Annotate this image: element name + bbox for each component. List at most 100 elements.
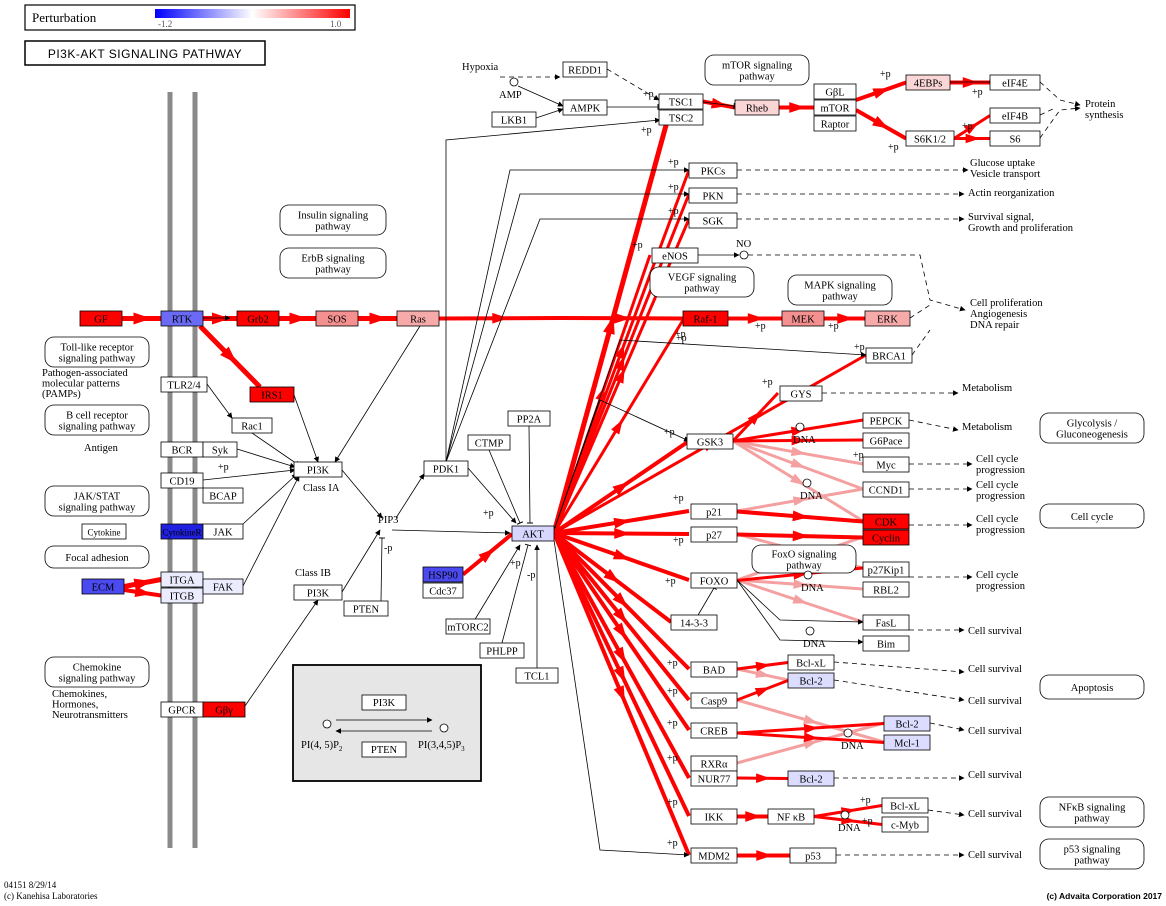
node-sos[interactable]: SOS	[315, 310, 359, 327]
node-rbl2[interactable]: RBL2	[862, 581, 910, 598]
linked-pathway-glycolysis[interactable]: Glycolysis /Gluconeogenesis	[1039, 412, 1145, 444]
node-akt[interactable]: AKT	[511, 525, 555, 542]
node-bcl2_b[interactable]: Bcl-2	[883, 715, 931, 732]
node-bcl2_a[interactable]: Bcl-2	[787, 672, 835, 689]
node-gys[interactable]: GYS	[779, 385, 823, 402]
node-fak[interactable]: FAK	[202, 578, 244, 595]
node-itgb[interactable]: ITGB	[160, 587, 204, 604]
node-4ebps[interactable]: 4EBPs	[905, 74, 951, 91]
node-cytokine[interactable]: Cytokine	[81, 523, 127, 540]
node-lkb1[interactable]: LKB1	[491, 111, 537, 128]
node-p53[interactable]: p53	[789, 847, 837, 864]
node-pp2a[interactable]: PP2A	[507, 410, 551, 427]
node-mtorc2[interactable]: mTORC2	[445, 618, 491, 635]
linked-pathway-cellcycle[interactable]: Cell cycle	[1039, 503, 1145, 529]
node-cyclin[interactable]: Cyclin	[862, 529, 910, 546]
node-gby[interactable]: Gβγ	[202, 701, 246, 718]
node-pi3k_a[interactable]: PI3K	[293, 461, 343, 478]
node-rxra[interactable]: RXRα	[690, 755, 738, 772]
node-tcl1[interactable]: TCL1	[515, 667, 559, 684]
node-bcap[interactable]: BCAP	[202, 487, 244, 504]
node-tsc2[interactable]: TSC2	[658, 109, 704, 126]
node-bim[interactable]: Bim	[862, 635, 910, 652]
node-cdc37[interactable]: Cdc37	[422, 582, 464, 599]
node-ikk[interactable]: IKK	[690, 808, 738, 825]
node-bclxl_b[interactable]: Bcl-xL	[881, 797, 929, 814]
node-s6k12[interactable]: S6K1/2	[905, 130, 955, 147]
node-pkn[interactable]: PKN	[688, 187, 738, 204]
node-mcl1[interactable]: Mcl-1	[883, 734, 931, 751]
node-mek[interactable]: MEK	[781, 310, 825, 327]
node-ras[interactable]: Ras	[396, 310, 440, 327]
node-ccnd1[interactable]: CCND1	[862, 481, 910, 498]
node-grb2[interactable]: Grb2	[236, 310, 280, 327]
node-gpcr[interactable]: GPCR	[160, 701, 204, 718]
linked-pathway-apoptosis[interactable]: Apoptosis	[1039, 674, 1145, 700]
node-foxo[interactable]: FOXO	[690, 572, 738, 589]
node-itga[interactable]: ITGA	[160, 571, 204, 588]
node-hsp90[interactable]: HSP90	[422, 566, 464, 583]
linked-pathway-focal[interactable]: Focal adhesion	[44, 545, 150, 569]
node-14_3_3[interactable]: 14-3-3	[670, 614, 718, 631]
node-bcr[interactable]: BCR	[160, 441, 204, 458]
node-pkcs[interactable]: PKCs	[688, 162, 738, 179]
node-bcl2_c[interactable]: Bcl-2	[787, 770, 835, 787]
node-irs1[interactable]: IRS1	[249, 386, 295, 403]
node-gf[interactable]: GF	[79, 310, 123, 327]
node-pi3k_b[interactable]: PI3K	[293, 584, 343, 601]
node-bad[interactable]: BAD	[690, 661, 738, 678]
node-fasl[interactable]: FasL	[862, 614, 910, 631]
node-ampk[interactable]: AMPK	[562, 99, 608, 116]
node-jak[interactable]: JAK	[202, 523, 244, 540]
node-bclxl_a[interactable]: Bcl-xL	[787, 654, 835, 671]
node-cmyb[interactable]: c-Myb	[881, 816, 929, 833]
node-rheb[interactable]: Rheb	[734, 99, 780, 116]
node-sgk[interactable]: SGK	[688, 212, 738, 229]
node-raf1[interactable]: Raf-1	[682, 310, 729, 327]
node-pdk1[interactable]: PDK1	[423, 460, 469, 477]
node-tsc1[interactable]: TSC1	[658, 93, 704, 110]
node-tlr24[interactable]: TLR2/4	[160, 376, 208, 393]
node-erk[interactable]: ERK	[864, 310, 911, 327]
node-cdk[interactable]: CDK	[862, 513, 910, 530]
node-myc[interactable]: Myc	[862, 456, 910, 473]
node-g6pase[interactable]: G6Pace	[862, 432, 910, 449]
node-p27[interactable]: p27	[690, 526, 738, 543]
node-p21[interactable]: p21	[690, 503, 738, 520]
node-phlpp[interactable]: PHLPP	[479, 642, 525, 659]
node-rtk[interactable]: RTK	[160, 310, 204, 327]
node-eif4e[interactable]: eIF4E	[989, 74, 1041, 91]
node-brca1[interactable]: BRCA1	[865, 347, 913, 364]
node-gsk3[interactable]: GSK3	[686, 433, 734, 450]
node-p27kip1[interactable]: p27Kip1	[862, 561, 910, 578]
node-pepck[interactable]: PEPCK	[862, 412, 910, 429]
node-nur77[interactable]: NUR77	[690, 770, 738, 787]
node-ctmp[interactable]: CTMP	[467, 434, 511, 451]
node-mtor[interactable]: mTOR	[813, 99, 857, 116]
node-pten[interactable]: PTEN	[343, 600, 389, 617]
node-cytokine_r[interactable]: CytokineR	[160, 523, 204, 540]
node-creb[interactable]: CREB	[690, 722, 738, 739]
node-raptor[interactable]: Raptor	[813, 115, 857, 132]
node-redd1[interactable]: REDD1	[562, 61, 608, 78]
node-cd19[interactable]: CD19	[160, 472, 204, 489]
node-s6[interactable]: S6	[989, 130, 1041, 147]
node-gbl[interactable]: GβL	[813, 83, 857, 100]
node-rac1[interactable]: Rac1	[231, 417, 273, 434]
node-mdm2[interactable]: MDM2	[690, 847, 738, 864]
node-enos[interactable]: eNOS	[651, 247, 699, 264]
node-eif4b[interactable]: eIF4B	[989, 107, 1041, 124]
node-casp9[interactable]: Casp9	[690, 692, 738, 709]
